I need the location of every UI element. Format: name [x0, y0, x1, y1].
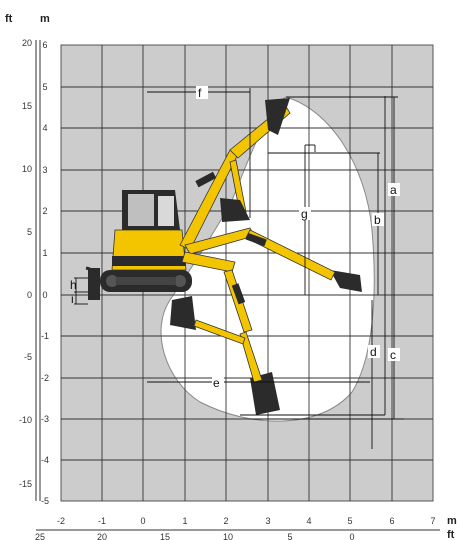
svg-text:1: 1 — [42, 248, 47, 258]
svg-text:-5: -5 — [24, 352, 32, 362]
dim-label-g: g — [301, 207, 308, 221]
dim-label-i: i — [71, 292, 74, 306]
svg-text:-15: -15 — [19, 479, 32, 489]
svg-text:-5: -5 — [41, 496, 49, 506]
svg-text:6: 6 — [42, 40, 47, 50]
svg-text:2: 2 — [223, 516, 228, 526]
svg-text:0: 0 — [27, 290, 32, 300]
svg-text:25: 25 — [35, 532, 45, 540]
dimension-labels: f e a b g d c h i — [70, 86, 400, 390]
bucket-icon — [170, 98, 362, 415]
svg-text:-10: -10 — [19, 415, 32, 425]
svg-text:1: 1 — [182, 516, 187, 526]
svg-text:4: 4 — [306, 516, 311, 526]
excavator-icon — [85, 190, 192, 300]
bottom-unit-m: m — [447, 515, 457, 527]
ft-ticks-left: 20 15 10 5 0 -5 -10 -15 — [19, 38, 32, 489]
dim-label-e: e — [213, 376, 220, 390]
svg-text:5: 5 — [27, 227, 32, 237]
dim-label-c: c — [390, 348, 396, 362]
boom-horizontal — [184, 227, 336, 281]
svg-text:5: 5 — [347, 516, 352, 526]
bottom-unit-ft: ft — [447, 529, 455, 540]
dim-label-d: d — [370, 345, 377, 359]
svg-text:-3: -3 — [41, 414, 49, 424]
svg-text:20: 20 — [22, 38, 32, 48]
svg-text:0: 0 — [349, 532, 354, 540]
svg-text:-2: -2 — [41, 373, 49, 383]
svg-text:-1: -1 — [98, 516, 106, 526]
svg-text:-1: -1 — [41, 331, 49, 341]
svg-text:15: 15 — [160, 532, 170, 540]
svg-text:-2: -2 — [57, 516, 65, 526]
svg-text:20: 20 — [97, 532, 107, 540]
m-ticks-left: 6 5 4 3 2 1 0 -1 -2 -3 -4 -5 — [41, 40, 49, 506]
ft-ticks-bottom: 25 20 15 10 5 0 — [35, 532, 355, 540]
svg-text:4: 4 — [42, 123, 47, 133]
m-ticks-bottom: -2 -1 0 1 2 3 4 5 6 7 — [57, 516, 436, 526]
dim-label-h: h — [70, 278, 77, 292]
boom-low — [181, 251, 263, 383]
dim-label-b: b — [374, 213, 381, 227]
svg-text:3: 3 — [265, 516, 270, 526]
left-unit-ft: ft — [5, 13, 13, 25]
svg-text:-4: -4 — [41, 455, 49, 465]
dim-label-a: a — [390, 183, 397, 197]
svg-text:10: 10 — [22, 164, 32, 174]
svg-text:5: 5 — [42, 82, 47, 92]
svg-text:3: 3 — [42, 165, 47, 175]
svg-text:0: 0 — [140, 516, 145, 526]
svg-text:7: 7 — [430, 516, 435, 526]
svg-text:5: 5 — [287, 532, 292, 540]
svg-text:15: 15 — [22, 101, 32, 111]
svg-text:0: 0 — [42, 290, 47, 300]
left-unit-m: m — [40, 13, 50, 25]
dim-label-f: f — [198, 86, 202, 100]
svg-text:2: 2 — [42, 206, 47, 216]
svg-text:6: 6 — [389, 516, 394, 526]
svg-text:10: 10 — [223, 532, 233, 540]
